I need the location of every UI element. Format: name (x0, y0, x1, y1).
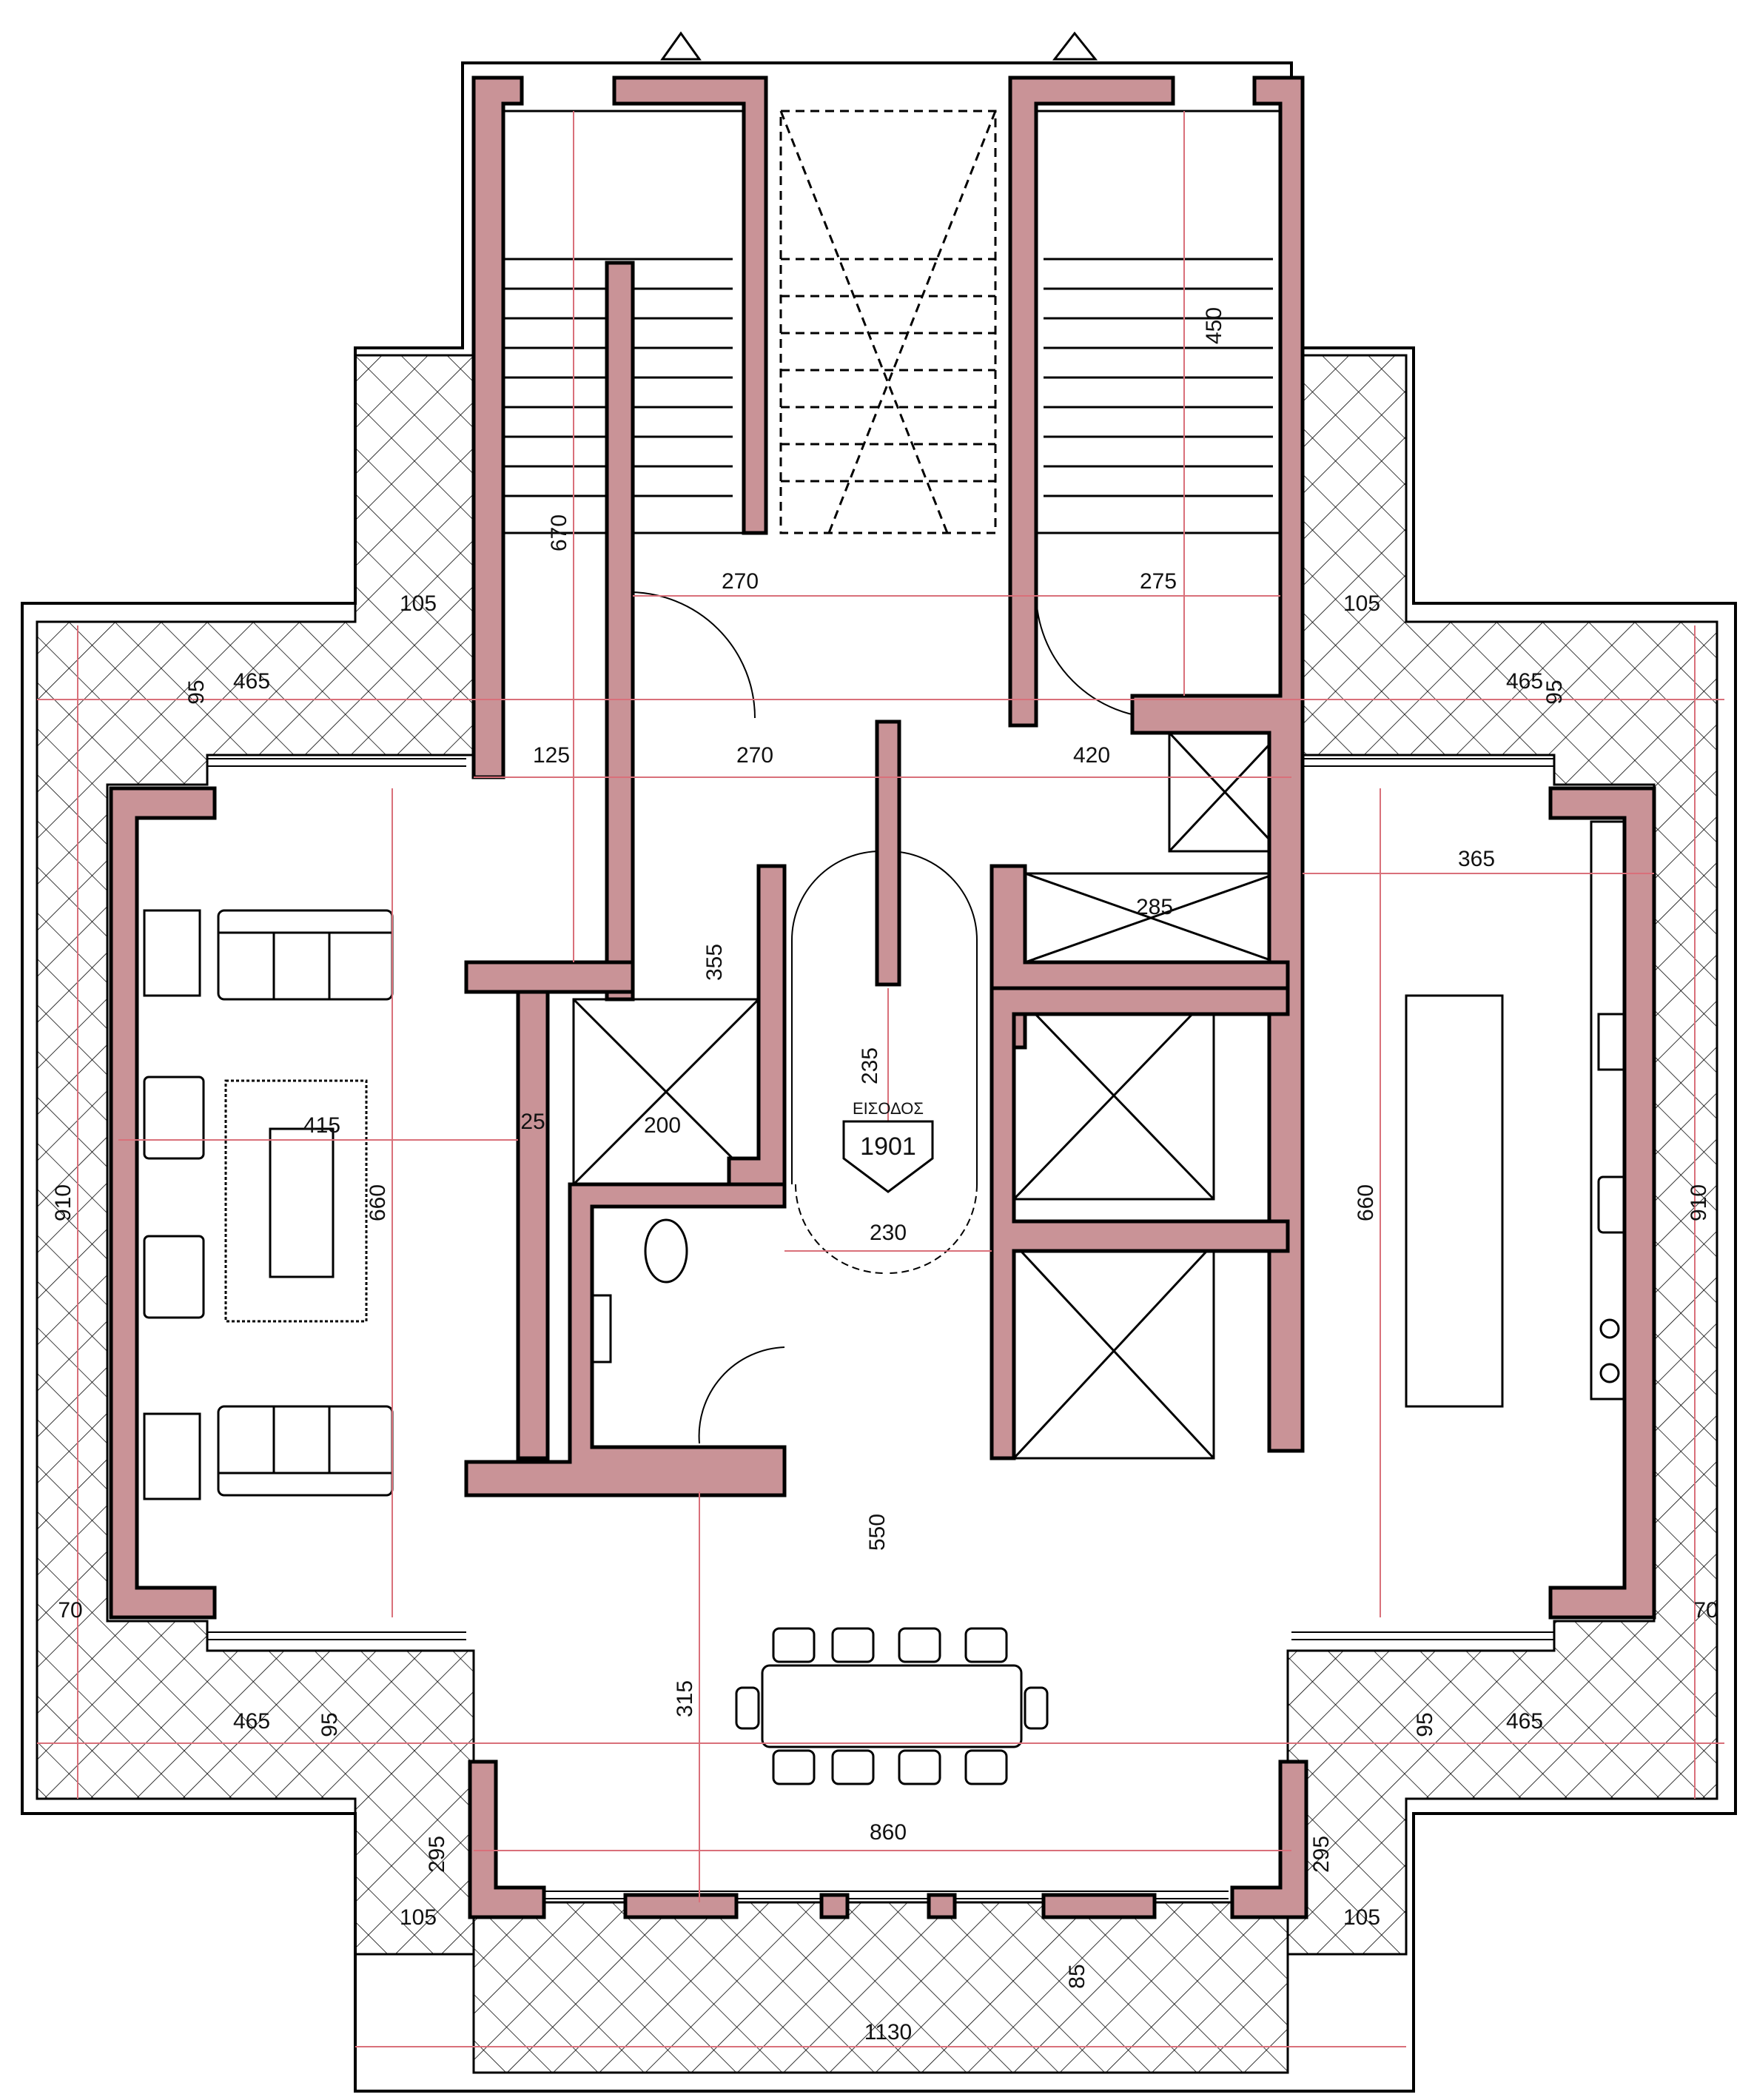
dim-dining-width: 860 (870, 1820, 907, 1845)
pillar-1 (623, 1893, 739, 1919)
wall-stair-left (471, 76, 524, 779)
dim-wc-width: 200 (644, 1113, 681, 1138)
dim-stair-left-width: 270 (722, 569, 759, 594)
dim-entrance-depth: 235 (858, 1047, 882, 1084)
dim-terrace-top-right-offset: 105 (1343, 591, 1380, 616)
marker-triangle-left-icon (660, 31, 702, 61)
dim-living-width: 415 (303, 1113, 340, 1138)
stair-treads-right (1044, 258, 1273, 497)
dim-total-width: 1130 (864, 2020, 913, 2044)
dim-stair-right-height: 450 (1202, 307, 1226, 344)
rug (224, 1079, 368, 1323)
dim-stair-left-landing: 270 (736, 743, 773, 768)
toilet (644, 1218, 688, 1284)
terrace-bottom (472, 1901, 1289, 2074)
stair-right (1035, 110, 1282, 534)
wall-stair-right (1008, 76, 1175, 728)
dim-storage-width: 285 (1136, 895, 1173, 919)
dim-living-height: 660 (366, 1184, 390, 1221)
pillar-4 (1041, 1893, 1157, 1919)
sofa-top (217, 909, 394, 1001)
marker-triangle-right-icon (1052, 31, 1098, 61)
wall-lift (989, 986, 1290, 1460)
entrance-arrow-icon (842, 1120, 934, 1193)
terraces (21, 61, 1737, 2093)
dim-terrace-left-depth-bottom: 95 (317, 1712, 342, 1737)
side-table-bottom (143, 1412, 201, 1500)
stair-treads-center (779, 110, 997, 534)
dim-living-depth: 550 (865, 1514, 890, 1551)
dim-stair-right-width: 275 (1140, 569, 1177, 594)
dim-entrance-width: 230 (870, 1221, 907, 1245)
wall-living-left (109, 786, 217, 1620)
pillar-3 (927, 1893, 957, 1919)
dim-terrace-right-width-top: 465 (1506, 669, 1543, 694)
entrance-level: 1901 (860, 1133, 916, 1161)
dim-kitchen-height: 660 (1354, 1184, 1378, 1221)
dim-terrace-left-width-bottom: 465 (233, 1709, 270, 1734)
dim-terrace-left-width-top: 465 (233, 669, 270, 694)
wall-living-right (1548, 786, 1656, 1620)
entrance-marker: ΕΙΣΟΔΟΣ 1901 (842, 1099, 934, 1193)
dim-terrace-right-depth-top: 95 (1542, 680, 1567, 704)
dim-balcony-right-offset: 105 (1343, 1905, 1380, 1930)
wall-entrance-center (875, 719, 901, 987)
dim-balcony-right-depth: 295 (1309, 1836, 1334, 1873)
walls (109, 76, 1656, 1919)
dimension-labels: 270 270 275 670 450 105 105 465 465 95 9… (51, 307, 1718, 2044)
wall-bottom-right (1230, 1759, 1308, 1919)
dim-terrace-top-left-offset: 105 (400, 591, 437, 616)
dim-corridor-left: 125 (533, 743, 570, 768)
wall-wc-right (727, 864, 787, 1187)
dim-balcony-left-depth: 295 (425, 1836, 449, 1873)
wall-core-right (989, 864, 1290, 1050)
dim-terrace-left-height: 910 (51, 1184, 75, 1221)
dim-terrace-right-corner: 70 (1693, 1598, 1718, 1623)
wall-wc-left (516, 990, 550, 1460)
terrace-right (1286, 354, 1718, 1956)
kitchen-island (1405, 994, 1504, 1408)
dim-terrace-left-corner: 70 (58, 1598, 82, 1623)
sofa-bottom (217, 1405, 394, 1497)
dim-partition: 25 (520, 1110, 545, 1134)
orientation-markers (660, 31, 1098, 61)
dim-corridor-right: 420 (1073, 743, 1110, 768)
side-table-top (143, 909, 201, 997)
dimension-lines (37, 111, 1724, 2047)
dim-terrace-right-depth-bottom: 95 (1413, 1712, 1437, 1737)
hob-1 (1599, 1318, 1620, 1339)
hob-3 (1599, 1363, 1620, 1383)
dim-wc-depth: 355 (702, 944, 727, 981)
coffee-table (269, 1127, 335, 1278)
wall-stair-left-top (612, 76, 768, 535)
dim-terrace-right-height: 910 (1687, 1184, 1711, 1221)
armchair-2 (143, 1235, 205, 1319)
dim-balcony-left-offset: 105 (400, 1905, 437, 1930)
storage-boxes (572, 731, 1282, 1460)
dim-dining-depth: 315 (673, 1680, 697, 1717)
dim-terrace-right-width-bottom: 465 (1506, 1709, 1543, 1734)
armchair-1 (143, 1076, 205, 1160)
pillar-2 (819, 1893, 850, 1919)
dim-terrace-left-depth-top: 95 (184, 680, 209, 704)
dim-balcony-depth: 85 (1065, 1964, 1089, 1988)
wall-core-left (464, 960, 635, 994)
wall-stair-left-spine (605, 261, 635, 1002)
wall-stair-right-top (1130, 76, 1305, 1453)
wall-bath (464, 1182, 787, 1497)
dining-set (735, 1627, 1049, 1785)
wall-bottom-left (468, 1759, 546, 1919)
dim-kitchen-width: 365 (1458, 847, 1495, 871)
entrance-label: ΕΙΣΟΔΟΣ (853, 1099, 924, 1118)
outer-boundary (21, 61, 1737, 2093)
dim-stair-left-height: 670 (547, 514, 571, 551)
